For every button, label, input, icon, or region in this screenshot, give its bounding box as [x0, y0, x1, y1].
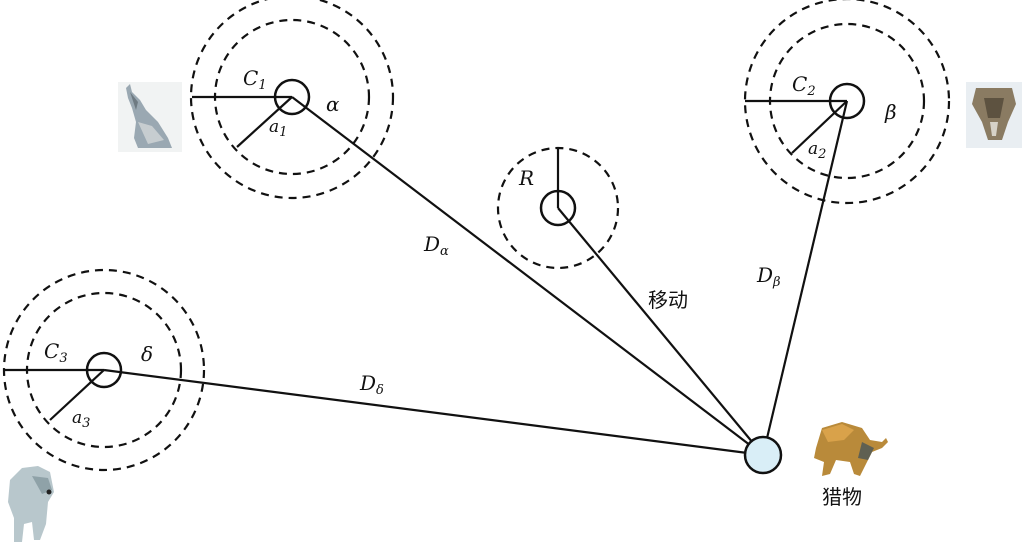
howling-wolf-icon [118, 82, 182, 152]
label-d-alpha: Dα [424, 234, 449, 258]
wolf-face-icon [966, 82, 1022, 148]
beta-a2-line [791, 100, 848, 154]
label-a1: a1 [269, 117, 288, 140]
label-c2-main: C [792, 72, 808, 96]
label-a3-main: a [72, 408, 83, 428]
omega-wolf-node [496, 146, 620, 270]
label-c1: C1 [243, 68, 267, 92]
label-a3-sub: 3 [82, 416, 91, 431]
label-c1-sub: 1 [258, 78, 267, 93]
delta-wolf-node [2, 268, 206, 472]
bison-icon [814, 422, 888, 476]
prey-position-circle [743, 435, 783, 475]
label-beta: β [885, 100, 897, 124]
label-d-delta: Dδ [360, 373, 384, 397]
delta-a3-line [49, 369, 105, 421]
alpha-a1-line [236, 96, 293, 148]
label-move: 移动 [648, 288, 688, 312]
label-c2-sub: 2 [807, 84, 816, 99]
label-delta: δ [141, 342, 154, 366]
beta-wolf-node [743, 0, 951, 205]
label-a2: a2 [808, 139, 827, 162]
label-a2-sub: 2 [818, 147, 827, 162]
label-d-beta-sub: β [773, 275, 781, 290]
d-alpha-line [291, 96, 764, 456]
d-delta-line [103, 368, 764, 457]
walking-wolf-icon [8, 466, 54, 542]
label-d-beta-main: D [757, 263, 774, 287]
d-beta-line [761, 100, 849, 456]
label-d-delta-main: D [360, 371, 377, 395]
label-c3-sub: 3 [59, 351, 68, 366]
label-alpha: α [326, 92, 340, 116]
label-r: R [519, 166, 535, 190]
label-c2: C2 [792, 74, 816, 98]
label-c3-main: C [44, 339, 60, 363]
label-a1-sub: 1 [279, 125, 288, 140]
beta-outer-dashed-circle [743, 0, 951, 205]
label-a1-main: a [269, 117, 280, 137]
label-c3: C3 [44, 341, 68, 365]
move-line [557, 207, 764, 456]
label-d-alpha-main: D [424, 232, 441, 256]
label-a3: a3 [72, 408, 91, 431]
alpha-wolf-node [189, 0, 395, 200]
label-c1-main: C [243, 66, 259, 90]
label-d-delta-sub: δ [376, 383, 384, 398]
alpha-outer-dashed-circle [189, 0, 395, 200]
label-prey: 猎物 [822, 485, 862, 509]
label-a2-main: a [808, 139, 819, 159]
label-d-alpha-sub: α [440, 244, 449, 259]
label-d-beta: Dβ [757, 265, 781, 289]
